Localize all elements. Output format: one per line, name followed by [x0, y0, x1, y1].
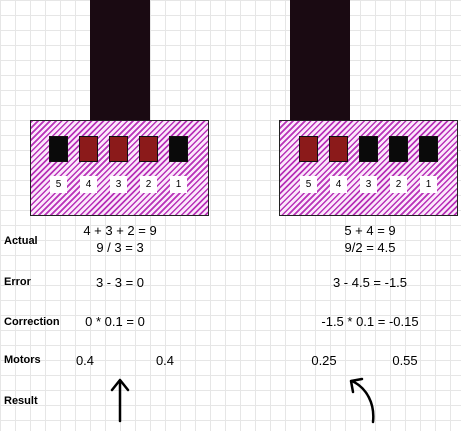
sensor-4 [79, 136, 98, 162]
sensor-2 [139, 136, 158, 162]
correction-left: 0 * 0.1 = 0 [85, 314, 145, 329]
sensor-number: 4 [330, 176, 347, 193]
motor-right-value-left: 0.4 [155, 353, 175, 368]
motor-left-value-left: 0.4 [75, 353, 95, 368]
sensor-number: 1 [170, 176, 187, 193]
sensor-1 [169, 136, 188, 162]
sensor-board-right: 5 4 3 2 1 [279, 120, 458, 216]
sensor-5 [299, 136, 318, 162]
sensor-number: 5 [300, 176, 317, 193]
label-actual: Actual [4, 235, 38, 247]
label-error: Error [4, 276, 31, 288]
error-right: 3 - 4.5 = -1.5 [332, 275, 408, 290]
actual-average-left: 9 / 3 = 3 [96, 240, 144, 255]
sensor-number: 1 [420, 176, 437, 193]
robot-body-left [90, 0, 150, 122]
motor-right-value-right: 0.55 [392, 353, 418, 368]
label-motors: Motors [4, 354, 41, 366]
sensor-4 [329, 136, 348, 162]
error-left: 3 - 3 = 0 [95, 275, 145, 290]
sensor-number: 2 [140, 176, 157, 193]
sensor-1 [419, 136, 438, 162]
sensor-number: 3 [110, 176, 127, 193]
sensor-number: 4 [80, 176, 97, 193]
robot-body-right [290, 0, 350, 122]
label-correction: Correction [4, 316, 60, 328]
actual-average-right: 9/2 = 4.5 [344, 240, 396, 255]
arrow-up-icon [110, 378, 130, 423]
sensor-board-left: 5 4 3 2 1 [30, 120, 209, 216]
actual-sum-left: 4 + 3 + 2 = 9 [83, 223, 157, 238]
label-result: Result [4, 395, 38, 407]
sensor-number: 3 [360, 176, 377, 193]
sensor-number: 2 [390, 176, 407, 193]
arrow-curve-left-icon [349, 377, 375, 424]
motor-left-value-right: 0.25 [311, 353, 337, 368]
sensor-number: 5 [50, 176, 67, 193]
actual-sum-right: 5 + 4 = 9 [344, 223, 396, 238]
sensor-3 [359, 136, 378, 162]
sensor-2 [389, 136, 408, 162]
correction-right: -1.5 * 0.1 = -0.15 [321, 314, 419, 329]
sensor-5 [49, 136, 68, 162]
sensor-3 [109, 136, 128, 162]
